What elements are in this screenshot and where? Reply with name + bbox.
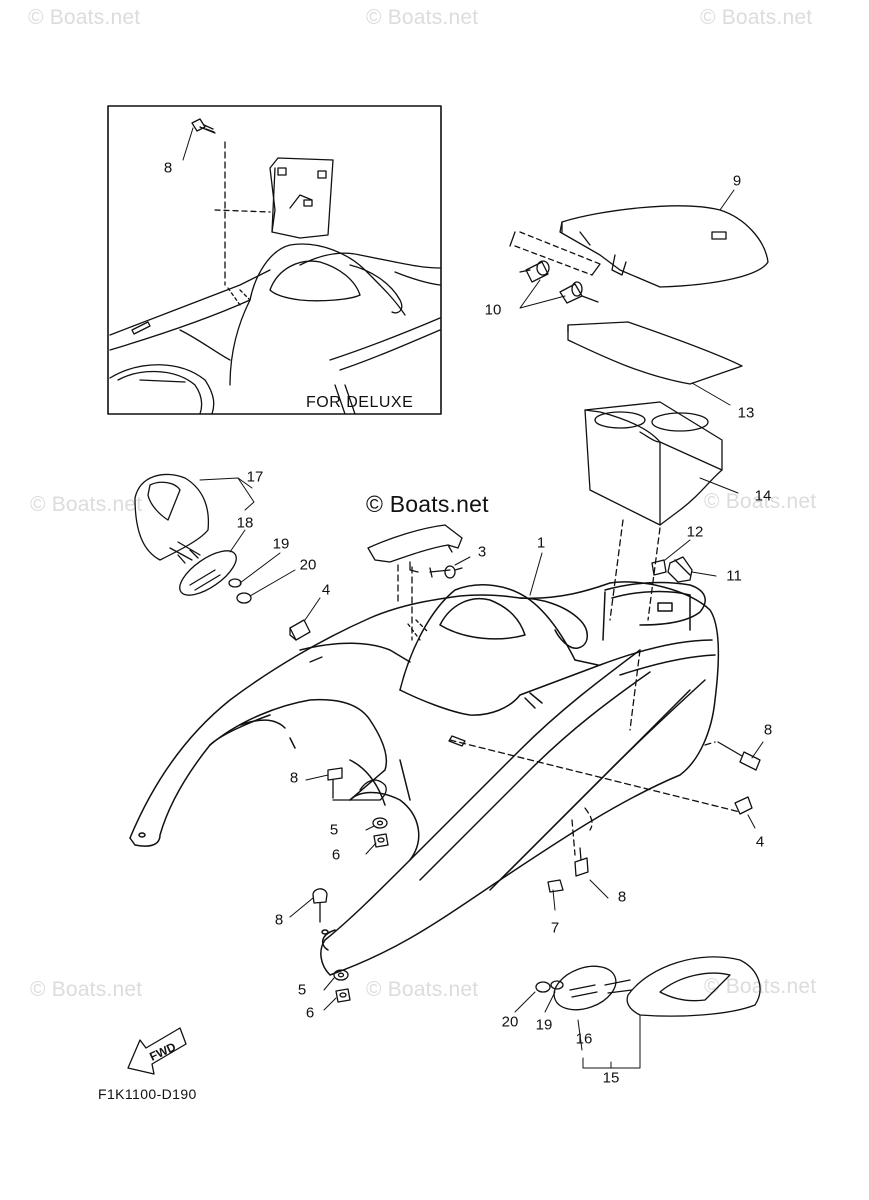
watermark: © Boats.net [28, 6, 141, 29]
watermark: © Boats.net [366, 6, 479, 29]
storage-bucket-drawing [584, 401, 723, 526]
watermark: © Boats.net [704, 490, 817, 513]
callout-11: 11 [726, 567, 742, 585]
callout-4: 4 [755, 833, 765, 851]
clip-drawing [289, 627, 297, 641]
callout-15: 15 [602, 1069, 620, 1087]
handle-drawing [367, 524, 463, 579]
callout-8: 8 [763, 721, 773, 739]
clip-slot [309, 656, 323, 663]
callout-5: 5 [329, 821, 339, 839]
watermark: © Boats.net [30, 978, 143, 1001]
clip-slot [448, 735, 466, 747]
cap-drawing [651, 556, 693, 583]
bolt-drawing [312, 741, 761, 923]
callout-9: 9 [732, 172, 742, 190]
callout-20: 20 [299, 556, 317, 574]
callout-8: 8 [617, 888, 627, 906]
mirror-left-drawing [134, 473, 252, 604]
callout-3: 3 [477, 543, 487, 561]
callout-8-inset: 8 [163, 159, 173, 177]
washer-nut-drawing [333, 817, 389, 1003]
inset-hull-drawing [109, 118, 441, 415]
storage-cover-drawing [559, 205, 769, 288]
hull-drawing [129, 581, 720, 976]
watermark: © Boats.net [700, 6, 813, 29]
watermark: © Boats.net [366, 978, 479, 1001]
guide-line [514, 231, 601, 276]
callout-16: 16 [575, 1030, 593, 1048]
clip-drawing [289, 619, 311, 641]
callout-12: 12 [686, 523, 704, 541]
fwd-label: FWD [147, 1039, 178, 1063]
callout-6: 6 [331, 846, 341, 864]
callout-8: 8 [274, 911, 284, 929]
callout-19: 19 [272, 535, 290, 553]
mirror-right-drawing [535, 956, 761, 1017]
inset-caption: FOR DELUXE [306, 394, 414, 411]
callout-8: 8 [289, 769, 299, 787]
watermark-emphasis: © Boats.net [366, 491, 489, 517]
latch-pins-drawing [519, 260, 599, 304]
storage-mat-drawing [567, 321, 743, 385]
callout-1: 1 [536, 534, 546, 552]
callout-13: 13 [737, 404, 755, 422]
callout-7: 7 [550, 919, 560, 937]
fwd-arrow: FWD [127, 1027, 187, 1075]
inset-frame [107, 105, 442, 415]
callout-20: 20 [501, 1013, 519, 1031]
callout-17: 17 [246, 468, 264, 486]
callout-19: 19 [535, 1016, 553, 1034]
bracket-drawing [359, 779, 387, 801]
watermark: © Boats.net [30, 493, 143, 516]
leader-lines [182, 127, 764, 1069]
callout-6: 6 [305, 1004, 315, 1022]
guide-line [509, 231, 601, 276]
callout-4: 4 [321, 581, 331, 599]
callout-5: 5 [297, 981, 307, 999]
callout-18: 18 [236, 514, 254, 532]
callout-10: 10 [484, 301, 502, 319]
diagram-code: F1K1100-D190 [98, 1086, 197, 1102]
clip-drawing [734, 796, 753, 815]
callout-14: 14 [754, 487, 772, 505]
clip-drawing [547, 879, 564, 893]
